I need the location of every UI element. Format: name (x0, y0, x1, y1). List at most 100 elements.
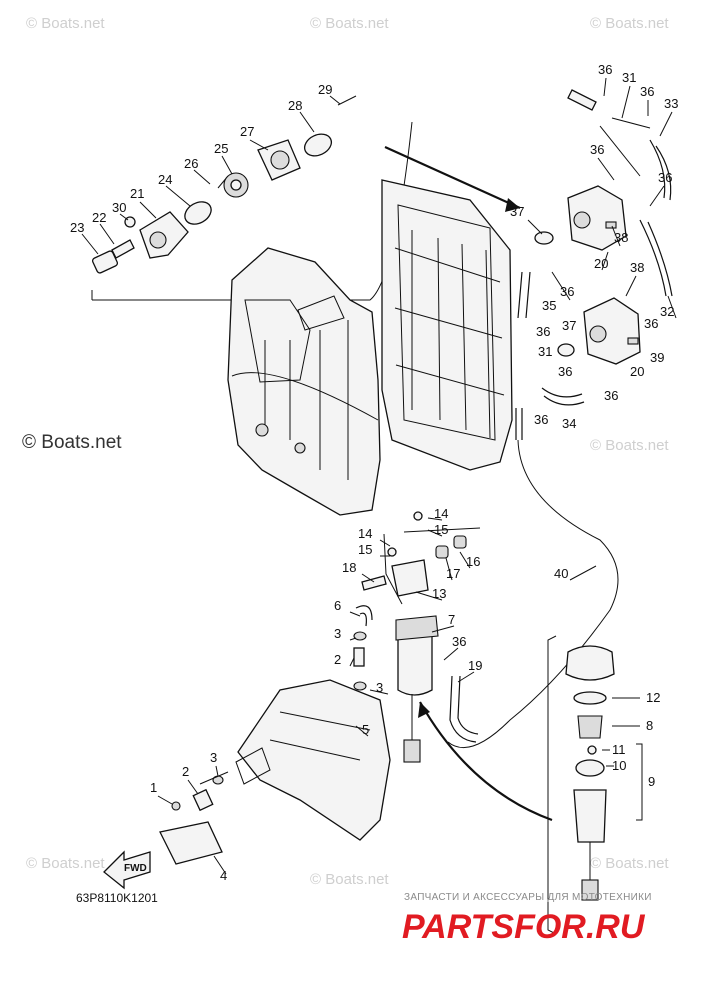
part-18 (361, 575, 387, 591)
lower-case (199, 679, 391, 841)
callout-label: 26 (184, 156, 198, 171)
fwd-arrow-curve (419, 701, 553, 822)
filter-connector (403, 739, 421, 763)
part-15 (387, 547, 397, 557)
callout-label: 36 (536, 324, 550, 339)
hose-35 (517, 271, 531, 319)
callout-label: 17 (446, 566, 460, 581)
part-3b (353, 681, 367, 691)
callout-label: 14 (358, 526, 372, 541)
watermark: © Boats.net (26, 855, 105, 872)
diagram-code: 63P8110K1201 (76, 891, 158, 905)
part-24 (184, 201, 212, 225)
callout-label: 32 (660, 304, 674, 319)
part-6 (355, 605, 373, 627)
callout-label: 40 (554, 566, 568, 581)
callout-label: 3 (376, 680, 383, 695)
callout-label: 1 (150, 780, 157, 795)
callout-label: 27 (240, 124, 254, 139)
part-3a (353, 631, 367, 641)
callout-label: 6 (334, 598, 341, 613)
callout-label: 36 (598, 62, 612, 77)
fwd-indicator: FWD (103, 850, 151, 890)
fuel-pump-upper (534, 185, 627, 251)
callout-label: 36 (590, 142, 604, 157)
hose-32 (639, 219, 673, 297)
callout-label: 31 (538, 344, 552, 359)
part-38-upper (605, 221, 617, 229)
part-20-lower (583, 297, 641, 365)
callout-label: 36 (558, 364, 572, 379)
callout-label: 35 (542, 298, 556, 313)
filter-inset (547, 635, 643, 935)
hose-stub (567, 89, 597, 111)
watermark: © Boats.net (590, 437, 669, 454)
part-2a (353, 647, 365, 667)
callout-label: 20 (630, 364, 644, 379)
part-21-bore (149, 231, 167, 249)
callout-label: 31 (622, 70, 636, 85)
part-14 (413, 511, 423, 521)
watermark: © Boats.net (590, 855, 669, 872)
fuel-line (447, 439, 619, 749)
callout-label: 36 (658, 170, 672, 185)
callout-label: 38 (630, 260, 644, 275)
callout-label: 33 (664, 96, 678, 111)
part-39 (627, 337, 639, 345)
part-4 (159, 821, 223, 865)
callout-label: 13 (432, 586, 446, 601)
watermark-center: © Boats.net (22, 432, 122, 453)
fuel-pump-lower (557, 297, 641, 365)
watermark: © Boats.net (26, 15, 105, 32)
watermark: © Boats.net (310, 15, 389, 32)
part-37-upper (534, 231, 554, 245)
part-10 (575, 759, 605, 777)
part-16 (453, 535, 467, 549)
hose-19 (449, 675, 479, 743)
callout-label: 2 (334, 652, 341, 667)
part-10-cap-top (565, 645, 615, 681)
part-29 (337, 95, 357, 106)
callout-label: 3 (334, 626, 341, 641)
callout-label: 36 (604, 388, 618, 403)
part-17 (435, 545, 449, 559)
shop-banner: ЗАПЧАСТИ И АКСЕССУАРЫ ДЛЯ МОТОТЕХНИКИ PA… (402, 892, 652, 946)
callout-label: 25 (214, 141, 228, 156)
callout-label: 36 (644, 316, 658, 331)
callout-label: 12 (646, 690, 660, 705)
callout-label: 21 (130, 186, 144, 201)
callout-label: 2 (182, 764, 189, 779)
callout-label: 7 (448, 612, 455, 627)
fwd-label: FWD (124, 863, 147, 874)
hose-33 (649, 139, 672, 201)
callout-label: 8 (646, 718, 653, 733)
small-fittings (159, 605, 373, 865)
callout-label: 24 (158, 172, 172, 187)
watermark: © Boats.net (310, 871, 389, 888)
callout-label: 11 (612, 742, 626, 757)
part-12 (573, 691, 607, 705)
callout-layer: 29 28 27 25 26 24 21 30 22 23 36 31 36 3… (70, 62, 678, 883)
watermark-layer: © Boats.net © Boats.net © Boats.net © Bo… (22, 15, 669, 888)
callout-label: 10 (612, 758, 626, 773)
part-28 (303, 133, 333, 157)
callout-label: 29 (318, 82, 332, 97)
callout-label: 28 (288, 98, 302, 113)
part-1 (171, 801, 181, 811)
part-37-lower (557, 343, 575, 357)
part-9-bowl (573, 789, 607, 843)
callout-label: 36 (452, 634, 466, 649)
part-20-upper (567, 185, 627, 251)
thermostat-assembly (91, 95, 357, 274)
callout-label: 36 (640, 84, 654, 99)
callout-label: 30 (112, 200, 126, 215)
callout-label: 37 (510, 204, 524, 219)
shop-tagline: ЗАПЧАСТИ И АКСЕССУАРЫ ДЛЯ МОТОТЕХНИКИ (404, 892, 652, 903)
engine-block (227, 247, 381, 516)
callout-label: 36 (534, 412, 548, 427)
watermark: © Boats.net (590, 15, 669, 32)
part-13-bracket (391, 559, 429, 597)
callout-label: 34 (562, 416, 576, 431)
intake-cover (381, 179, 513, 471)
